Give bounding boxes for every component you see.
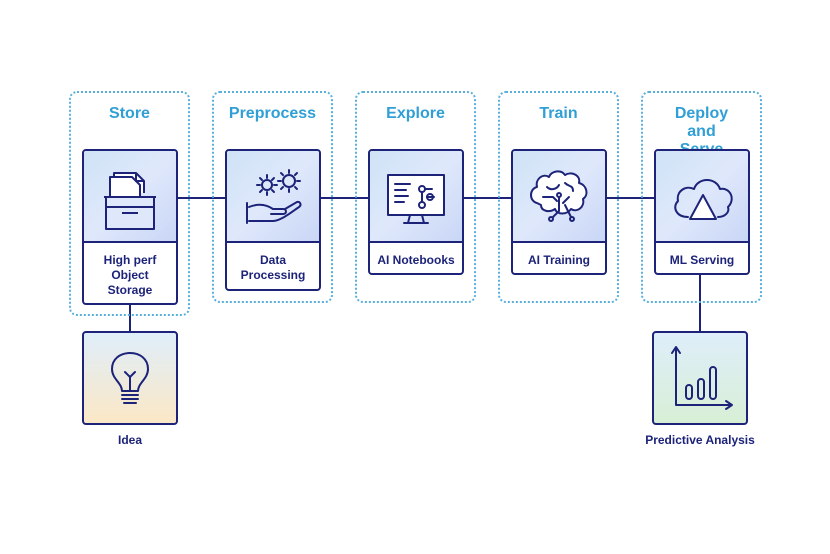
predictive-analysis-label: Predictive Analysis (645, 433, 755, 447)
storage-drawer-icon (104, 172, 156, 230)
monitor-notebook-icon (387, 174, 445, 224)
card-ai-training[interactable]: AI Training (511, 149, 607, 275)
brain-circuit-icon (530, 170, 588, 222)
stage-group-explore: Explore (355, 91, 476, 303)
connector-store-idea (129, 304, 131, 332)
stage-title-preprocess: Preprocess (228, 105, 317, 122)
card-data-processing[interactable]: Data Processing (225, 149, 321, 291)
card-label-object-storage: High perf Object Storage (103, 253, 157, 297)
stage-group-store: Store (69, 91, 190, 316)
card-icon-area (513, 151, 605, 243)
stage-title-store: Store (109, 105, 150, 122)
card-icon-area (370, 151, 462, 243)
connector-serving-analysis (699, 275, 701, 332)
stage-title-train: Train (539, 105, 578, 122)
idea-box[interactable] (82, 331, 178, 425)
card-label-ml-serving: ML Serving (669, 253, 735, 267)
hand-gears-icon (246, 169, 302, 224)
card-object-storage[interactable]: High perf Object Storage (82, 149, 178, 305)
connector-preprocess-explore (320, 197, 369, 199)
bar-chart-icon (671, 346, 733, 410)
stage-group-train: Train (498, 91, 619, 303)
card-ml-serving[interactable]: ML Serving (654, 149, 750, 275)
connector-explore-train (463, 197, 512, 199)
card-icon-area (227, 151, 319, 243)
card-ai-notebooks[interactable]: AI Notebooks (368, 149, 464, 275)
card-label-ai-notebooks: AI Notebooks (377, 253, 455, 267)
connector-store-preprocess (177, 197, 226, 199)
card-icon-area (656, 151, 748, 243)
connector-train-deploy (606, 197, 655, 199)
card-icon-area (84, 151, 176, 243)
predictive-analysis-box[interactable] (652, 331, 748, 425)
card-label-data-processing: Data Processing (240, 253, 306, 282)
stage-title-explore: Explore (386, 105, 445, 122)
idea-label: Idea (117, 433, 142, 447)
stage-group-preprocess: Preprocess (212, 91, 333, 303)
card-label-ai-training: AI Training (527, 253, 590, 267)
cloud-triangle-icon (674, 179, 733, 220)
lightbulb-icon (111, 352, 149, 404)
